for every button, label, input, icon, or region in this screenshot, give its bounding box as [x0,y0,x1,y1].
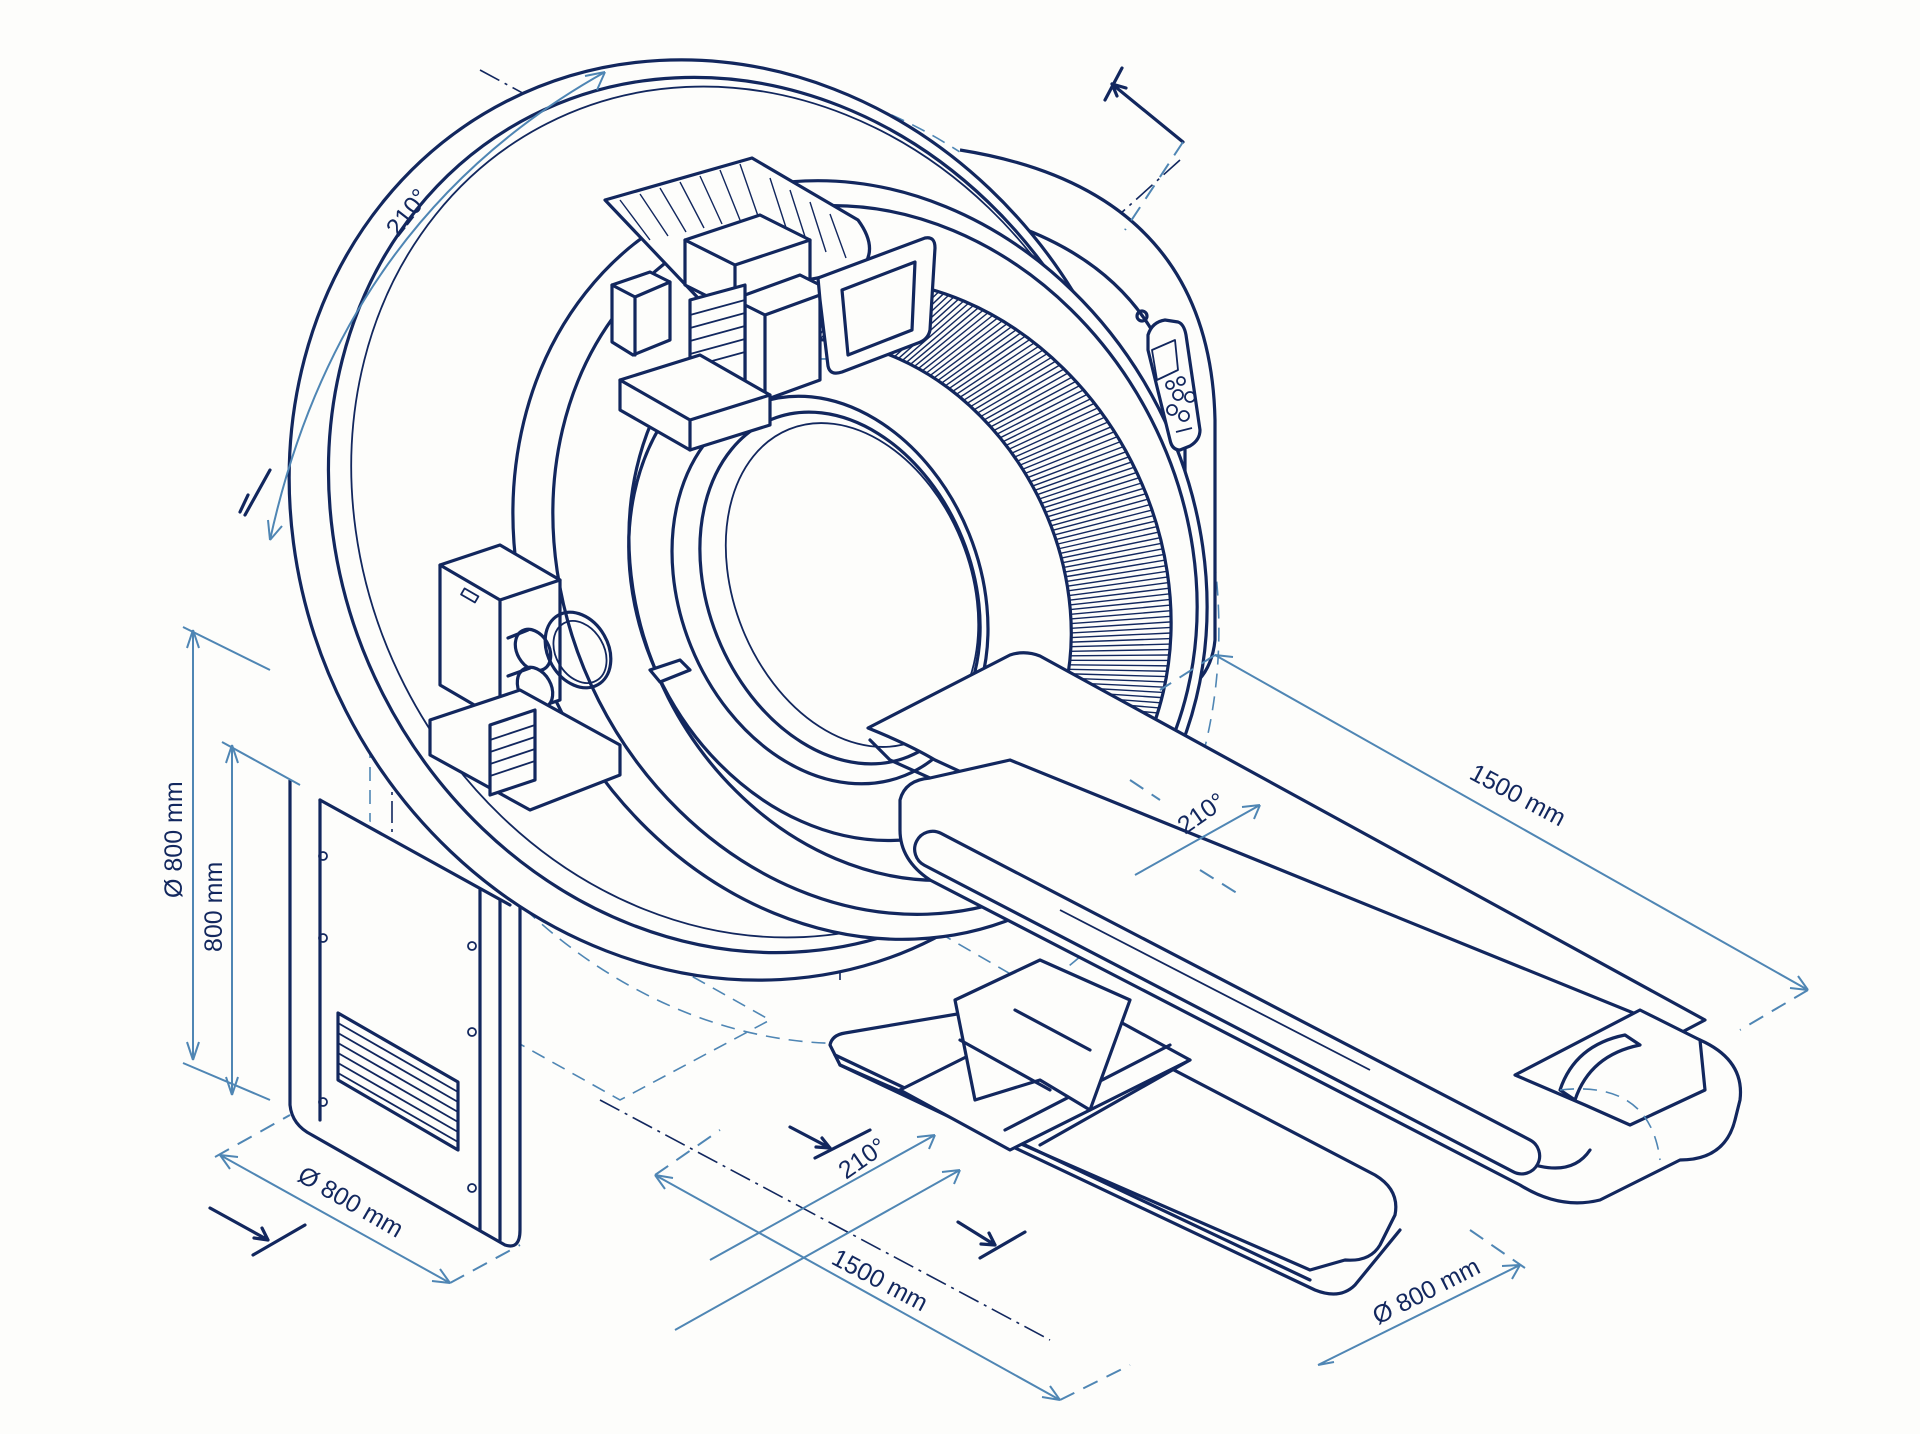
gantry-control-panel [1135,309,1202,452]
label-gantry-height: 800 mm [200,862,228,952]
cooling-unit [428,543,692,812]
table-base [828,958,1402,1296]
label-gantry-diameter-vertical: Ø 800 mm [160,781,188,898]
gantry-base-cabinet [288,780,522,1248]
dimension-lines [182,66,1809,1401]
x-ray-tube-assembly [603,156,937,452]
vent-grille [336,1011,460,1152]
bore [670,358,990,786]
patient-table [866,651,1743,1205]
label-table-length-top: 1500 mm [1465,759,1570,833]
label-base-angle: 210° [833,1132,891,1185]
